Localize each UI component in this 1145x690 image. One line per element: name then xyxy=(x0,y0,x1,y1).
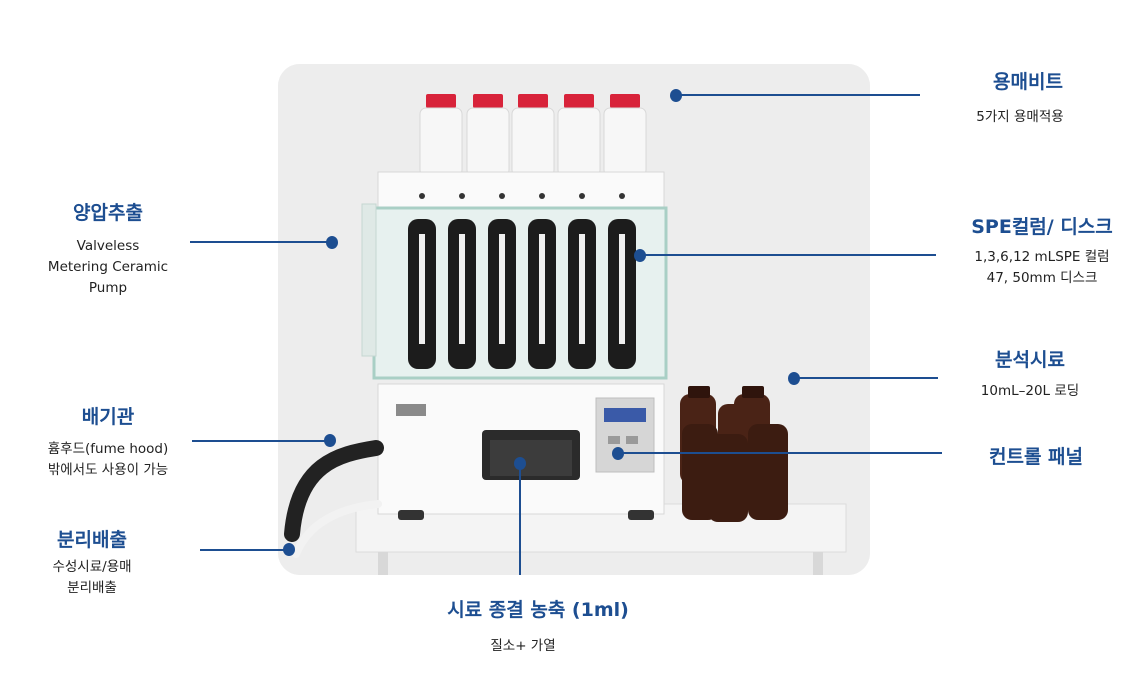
exhaust-marker xyxy=(324,434,336,447)
sample-analysis-leader-line xyxy=(794,377,938,379)
pressure-extraction-leader-line xyxy=(190,241,331,243)
concentration-desc-1: 질소+ 가열 xyxy=(490,638,556,654)
separate-discharge-leader-line xyxy=(200,549,289,551)
solvent-bottles xyxy=(419,94,647,177)
separate-discharge-title: 분리배출 xyxy=(57,529,127,551)
solvent-bottle-desc-1: 5가지 용매적용 xyxy=(976,109,1064,125)
sample-bottles xyxy=(680,386,788,522)
separate-discharge-desc-1: 수성시료/용매 xyxy=(52,559,132,575)
spe-columns xyxy=(408,219,636,369)
spe-column-desc-2: 47, 50mm 디스크 xyxy=(986,270,1098,286)
pressure-extraction-desc-3: Pump xyxy=(88,280,128,296)
exhaust-desc-2: 밖에서도 사용이 가능 xyxy=(47,462,169,478)
solvent-bottle-title: 용매비트 xyxy=(993,71,1063,93)
spe-column-desc-1: 1,3,6,12 mLSPE 컬럼 xyxy=(974,249,1110,265)
exhaust-leader-line xyxy=(192,440,330,442)
pressure-extraction-title: 양압추출 xyxy=(73,202,143,224)
pressure-extraction-desc-1: Valveless xyxy=(76,238,140,254)
concentration-title: 시료 종결 농축 (1ml) xyxy=(447,599,629,621)
pressure-extraction-marker xyxy=(326,236,338,249)
solvent-bottle-leader-line xyxy=(676,94,920,96)
concentration-leader-line xyxy=(519,463,521,575)
separate-discharge-desc-2: 분리배출 xyxy=(67,580,117,596)
sample-analysis-title: 분석시료 xyxy=(995,349,1065,371)
pressure-extraction-desc-2: Metering Ceramic xyxy=(47,259,169,275)
spe-column-title: SPE컬럼/ 디스크 xyxy=(971,216,1113,238)
exhaust-title: 배기관 xyxy=(81,406,135,428)
exhaust-desc-1: 흄후드(fume hood) xyxy=(47,441,169,457)
instrument-photo xyxy=(278,64,870,575)
instrument-illustration xyxy=(278,64,870,575)
separate-discharge-marker xyxy=(283,543,295,556)
sample-analysis-desc-1: 10mL–20L 로딩 xyxy=(980,383,1080,399)
control-panel-title: 컨트롤 패널 xyxy=(988,446,1084,468)
control-panel-leader-line xyxy=(618,452,942,454)
spe-column-leader-line xyxy=(640,254,936,256)
